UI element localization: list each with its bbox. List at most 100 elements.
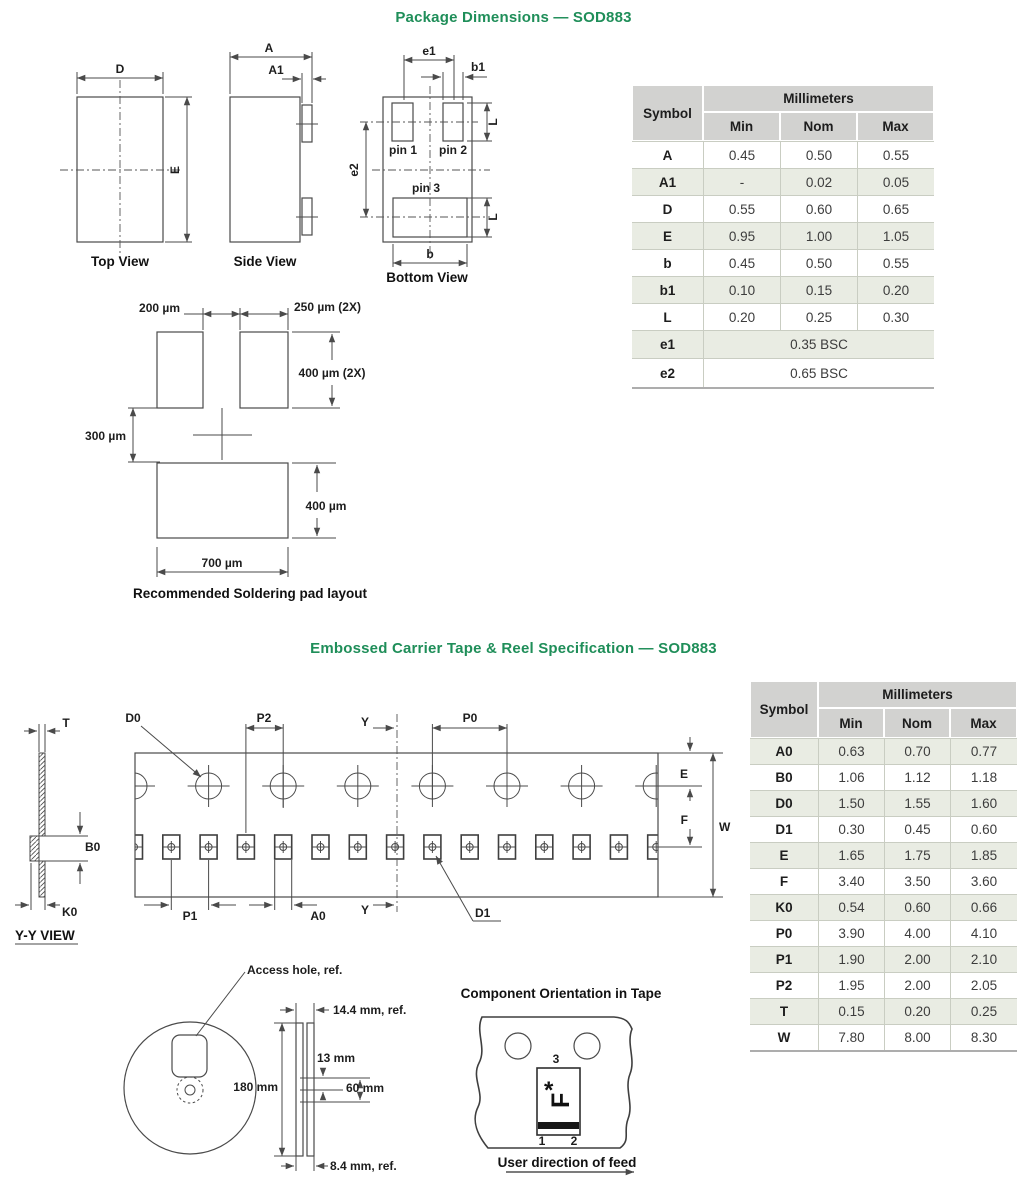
table-header-cell: Nom xyxy=(884,708,950,738)
dim-p2-label: P2 xyxy=(257,711,272,725)
orientation-pin3-label: 3 xyxy=(553,1052,560,1066)
dim-e1-label: e1 xyxy=(422,44,436,58)
big-pad-height-label: 400 µm xyxy=(306,499,347,513)
table-cell: 7.80 xyxy=(818,1024,884,1050)
section-view-caption: Y-Y VIEW xyxy=(15,928,75,943)
table-cell: D0 xyxy=(750,790,818,816)
tape-reel-table: Symbol Millimeters Min Nom Max A0 0.63 0… xyxy=(750,681,1017,1052)
table-cell: 0.50 xyxy=(780,141,857,168)
table-cell: W xyxy=(750,1024,818,1050)
carrier-tape-drawing: D0 P2 Y P0 E F W P1 A0 Y D1 xyxy=(125,711,731,923)
table-cell: D xyxy=(632,195,703,222)
package-drawings: D E Top View A A1 Side View e1 b1 xyxy=(60,41,500,601)
table-cell: 4.00 xyxy=(884,920,950,946)
dim-d-label: D xyxy=(116,62,125,76)
table-cell: 0.45 xyxy=(703,141,780,168)
pin3-label: pin 3 xyxy=(412,181,440,195)
dim-b0-label: B0 xyxy=(85,840,101,854)
dim-a0-label: A0 xyxy=(310,909,326,923)
table-cell: 0.55 xyxy=(703,195,780,222)
table-cell: L xyxy=(632,303,703,330)
dim-a-label: A xyxy=(265,41,274,55)
side-view-caption: Side View xyxy=(234,254,297,269)
table-cell: 0.30 xyxy=(857,303,934,330)
orientation-title: Component Orientation in Tape xyxy=(461,986,662,1001)
table-header-cell: Nom xyxy=(780,112,857,141)
component-cathode-band xyxy=(538,1122,579,1129)
table-cell: 0.20 xyxy=(857,276,934,303)
table-cell: 0.63 xyxy=(818,738,884,764)
table-cell: e1 xyxy=(632,330,703,358)
table-cell: b xyxy=(632,249,703,276)
pad-height-label: 400 µm (2X) xyxy=(299,366,366,380)
reel-hub-label: 60 mm xyxy=(346,1081,384,1095)
dim-d0-label: D0 xyxy=(125,711,141,725)
table-header-cell: Min xyxy=(703,112,780,141)
table-cell: 0.10 xyxy=(703,276,780,303)
table-cell: 8.00 xyxy=(884,1024,950,1050)
bottom-view-caption: Bottom View xyxy=(386,270,468,285)
table-cell: P2 xyxy=(750,972,818,998)
dim-b-label: b xyxy=(426,247,433,261)
table-cell: 0.55 xyxy=(857,249,934,276)
dim-y-top-label: Y xyxy=(361,715,369,729)
table-cell: 0.60 xyxy=(884,894,950,920)
table-cell: 0.45 xyxy=(703,249,780,276)
table-cell: 0.35 BSC xyxy=(703,330,934,358)
table-header-cell: Symbol xyxy=(750,681,818,738)
table-cell: 3.50 xyxy=(884,868,950,894)
table-cell: - xyxy=(703,168,780,195)
table-cell: 1.90 xyxy=(818,946,884,972)
dim-w-label: W xyxy=(719,820,731,834)
pad-layout-diagram: 200 µm 250 µm (2X) 400 µm (2X) 300 µm 40… xyxy=(85,300,367,601)
table-cell: 0.70 xyxy=(884,738,950,764)
table-cell: 0.15 xyxy=(780,276,857,303)
table-cell: 0.02 xyxy=(780,168,857,195)
side-view-diagram: A A1 Side View xyxy=(229,41,326,269)
table-cell: 8.30 xyxy=(950,1024,1017,1050)
table-cell: 0.25 xyxy=(950,998,1017,1024)
table-cell: 0.66 xyxy=(950,894,1017,920)
table-cell: A xyxy=(632,141,703,168)
table-cell: 0.05 xyxy=(857,168,934,195)
top-view-caption: Top View xyxy=(91,254,150,269)
reel-arbor-label: 13 mm xyxy=(317,1051,355,1065)
pin1-label: pin 1 xyxy=(389,143,417,157)
table-cell: E xyxy=(632,222,703,249)
dim-t-label: T xyxy=(62,716,70,730)
table-cell: 1.06 xyxy=(818,764,884,790)
dim-p1-label: P1 xyxy=(183,909,198,923)
table-cell: 3.60 xyxy=(950,868,1017,894)
tape-section-view: T B0 K0 Y-Y VIEW xyxy=(15,716,101,945)
table-header-cell: Millimeters xyxy=(703,85,934,112)
table-cell: 1.18 xyxy=(950,764,1017,790)
table-cell: F xyxy=(750,868,818,894)
bottom-view-diagram: e1 b1 e2 L L b pin 1 pin 2 pin 3 Bottom … xyxy=(347,44,500,285)
table-cell: 3.40 xyxy=(818,868,884,894)
table-cell: B0 xyxy=(750,764,818,790)
table-cell: 3.90 xyxy=(818,920,884,946)
table-header-cell: Max xyxy=(950,708,1017,738)
table-cell: 0.65 BSC xyxy=(703,358,934,387)
table-cell: 0.95 xyxy=(703,222,780,249)
table-cell: b1 xyxy=(632,276,703,303)
table-cell: e2 xyxy=(632,358,703,387)
table-cell: P1 xyxy=(750,946,818,972)
table-cell: 0.54 xyxy=(818,894,884,920)
reel-diameter-label: 180 mm xyxy=(233,1080,278,1094)
table-cell: 1.75 xyxy=(884,842,950,868)
table-cell: 0.15 xyxy=(818,998,884,1024)
component-orientation-diagram: Component Orientation in Tape 3 * F 1 2 … xyxy=(461,986,662,1176)
table-cell: 1.95 xyxy=(818,972,884,998)
table-cell: P0 xyxy=(750,920,818,946)
dim-d1-label: D1 xyxy=(475,906,491,920)
pin2-label: pin 2 xyxy=(439,143,467,157)
table-cell: 4.10 xyxy=(950,920,1017,946)
table-cell: 1.60 xyxy=(950,790,1017,816)
access-hole-label: Access hole, ref. xyxy=(247,963,342,977)
table-cell: 0.50 xyxy=(780,249,857,276)
table-cell: 1.65 xyxy=(818,842,884,868)
reel-drawing: Access hole, ref. 14.4 mm, ref. 180 mm 1… xyxy=(123,963,406,1173)
tape-holes-and-pockets xyxy=(135,764,658,860)
